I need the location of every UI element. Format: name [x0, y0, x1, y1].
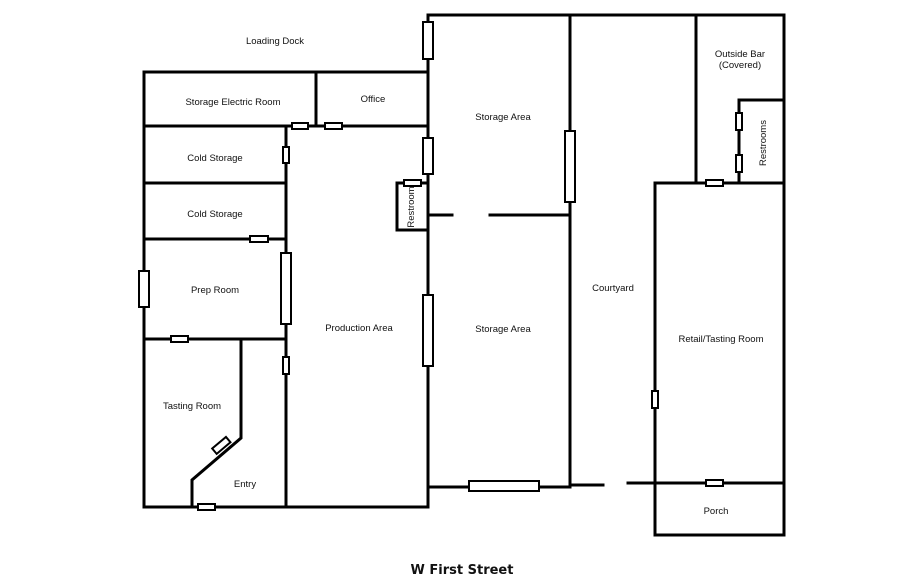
label-storage-area-south: Storage Area — [475, 324, 531, 335]
label-outside-bar-line1: Outside Bar — [715, 49, 765, 60]
street-label: W First Street — [411, 563, 514, 578]
label-prep-room: Prep Room — [191, 285, 239, 296]
walls — [142, 13, 786, 537]
label-production-area: Production Area — [325, 323, 393, 334]
label-office: Office — [361, 94, 386, 105]
label-outside-bar-line2: (Covered) — [719, 60, 761, 71]
label-porch: Porch — [704, 506, 729, 517]
label-entry: Entry — [234, 479, 256, 490]
label-courtyard: Courtyard — [592, 283, 634, 294]
windows — [138, 21, 743, 511]
label-retail-tasting-room: Retail/Tasting Room — [678, 334, 763, 345]
label-loading-dock: Loading Dock — [246, 36, 304, 47]
label-cold-storage-1: Cold Storage — [187, 153, 242, 164]
label-storage-electric-room: Storage Electric Room — [185, 97, 280, 108]
label-storage-area-north: Storage Area — [475, 112, 531, 123]
label-cold-storage-2: Cold Storage — [187, 209, 242, 220]
label-restrooms: Restrooms — [758, 120, 769, 166]
label-tasting-room: Tasting Room — [163, 401, 221, 412]
label-restroom: Restroom — [406, 186, 417, 227]
